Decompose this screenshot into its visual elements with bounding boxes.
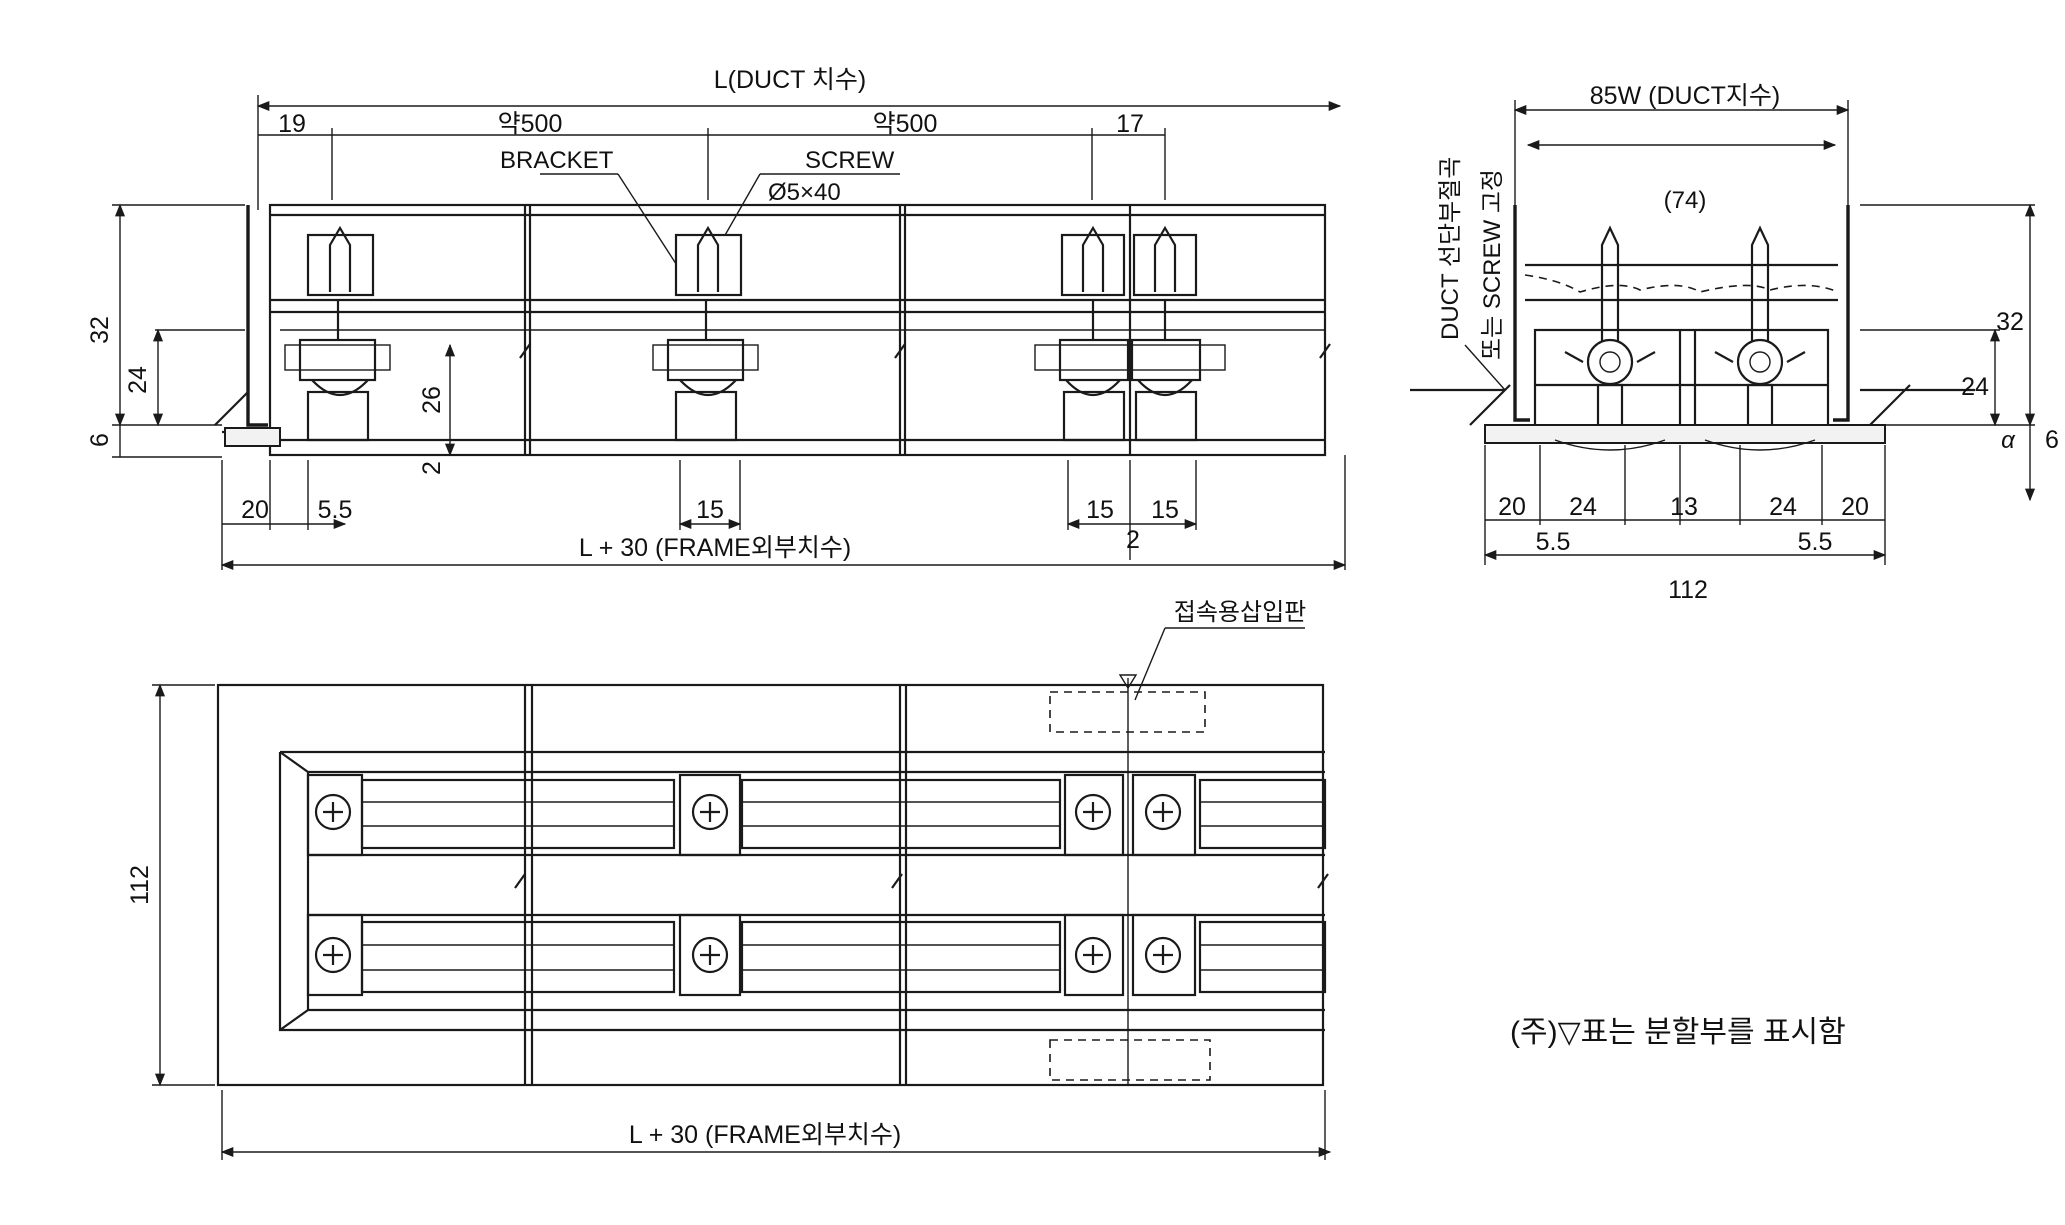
side-bottom-dim-1: 20: [1498, 493, 1526, 521]
front-view: L(DUCT 치수) 19 약500 약500 17 BRACKET SCREW…: [86, 66, 1347, 571]
front-dim-26: 26: [418, 386, 446, 414]
front-dim-2-bottom: 2: [1126, 526, 1140, 554]
side-bottom-dim-3: 13: [1670, 493, 1698, 521]
front-dim-5-5: 5.5: [318, 496, 353, 524]
front-dim-6: 6: [86, 433, 114, 447]
front-dim-20: 20: [241, 496, 269, 524]
note-text: (주)▽표는 분할부를 표시함: [1510, 1016, 1846, 1049]
front-dim-15-b: 15: [1086, 496, 1114, 524]
front-dim-2-left: 2: [418, 461, 446, 475]
side-label-1: DUCT 선단부절곡: [1437, 157, 1464, 340]
front-dim-500a: 약500: [498, 110, 563, 138]
label-screw-size: Ø5×40: [768, 179, 841, 206]
front-dim-17: 17: [1116, 110, 1144, 138]
label-bracket: BRACKET: [500, 147, 614, 174]
front-dim-15-c: 15: [1151, 496, 1179, 524]
side-inner-dim: (74): [1664, 187, 1707, 214]
front-title-dim: L(DUCT 치수): [714, 66, 866, 94]
plan-bottom-dim: L + 30 (FRAME외부치수): [629, 1121, 901, 1149]
front-dim-19: 19: [278, 110, 306, 138]
bracket-screw-2: [652, 225, 759, 442]
label-joint: 접속용삽입판: [1174, 599, 1306, 626]
bracket-screw-4: [1129, 225, 1226, 442]
side-bottom-dim-5: 20: [1841, 493, 1869, 521]
side-dim-24: 24: [1961, 373, 1989, 401]
side-top-dim: 85W (DUCT지수): [1590, 82, 1780, 110]
side-label-2: 또는 SCREW 고정: [1479, 169, 1506, 360]
side-dim-112: 112: [1668, 576, 1708, 604]
label-screw: SCREW: [805, 147, 895, 174]
side-dim-32: 32: [1996, 308, 2024, 336]
side-dim-5-5-right: 5.5: [1798, 528, 1833, 556]
side-dim-5-5-left: 5.5: [1536, 528, 1571, 556]
side-dim-alpha: α: [2001, 427, 2016, 454]
side-bottom-dim-2: 24: [1569, 493, 1597, 521]
plan-dim-112: 112: [126, 865, 154, 905]
front-dim-500b: 약500: [873, 110, 938, 138]
plan-view: 접속용삽입판: [126, 599, 1332, 1160]
front-dim-32: 32: [86, 316, 114, 344]
screw-head-icon: [306, 773, 1197, 997]
side-bottom-dim-4: 24: [1769, 493, 1797, 521]
front-dim-15-a: 15: [696, 496, 724, 524]
side-view: 85W (DUCT지수) (74) DUCT 선단부절곡 또는 SCREW 고정: [1410, 82, 2059, 604]
front-dim-24: 24: [124, 366, 152, 394]
bracket-screw-1: [284, 225, 391, 442]
front-bottom-dim: L + 30 (FRAME외부치수): [579, 534, 851, 562]
side-dim-6: 6: [2045, 426, 2059, 454]
bracket-screw-3: [1034, 225, 1136, 442]
